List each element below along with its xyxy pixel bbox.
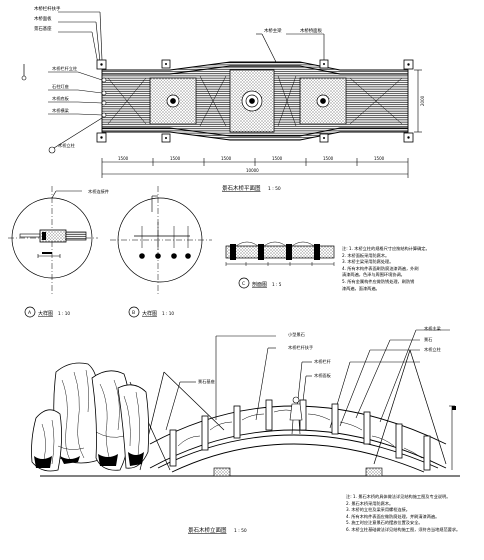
note-bottom-line: 4. 所有木构件表面应做防腐处理，并刷清漆两遍。: [346, 513, 440, 519]
detail-b: B 大样图 1 : 10: [110, 186, 212, 318]
note-right-line: 2. 木桥面板采用防腐木。: [342, 252, 390, 258]
note-bottom-line: 3. 木桥的立柱及梁采用螺栓连接。: [346, 507, 410, 513]
plan-label-left-0: 木桥栏杆立柱: [52, 65, 78, 72]
elev-label-3: 木桥面板: [314, 372, 332, 379]
section-c-title: 剖面图: [252, 281, 267, 288]
notes-right: 注: 1. 木桥立柱的规格尺寸应按结构计算确定。 2. 木桥面板采用防腐木。 3…: [342, 246, 430, 292]
note-right-line: 5. 所有金属构件应做防锈处理，刷防锈: [342, 278, 415, 284]
detail-a-title: 大样图: [38, 310, 53, 317]
detail-a: 木桥连接件 A 大样图 1 : 10: [8, 186, 109, 318]
elev-label-5: 木桥主梁: [424, 325, 442, 332]
elevation-scale: 1 : 50: [234, 528, 247, 534]
note-right-line: 漆两遍，面漆两遍。: [342, 285, 380, 291]
section-c-scale: 1 : 5: [272, 282, 282, 287]
section-c: C 剖面图 1 : 5: [225, 241, 335, 289]
plan-dim-seg-2: 1500: [221, 156, 232, 161]
plan-label-top-2: 景石基座: [34, 25, 52, 32]
plan-label-top-0: 木桥栏杆扶手: [34, 5, 61, 12]
note-right-line: 注: 1. 木桥立柱的规格尺寸应按结构计算确定。: [342, 246, 430, 251]
plan-label-left-2: 木桥底板: [52, 95, 70, 102]
plan-dim-total: 10000: [246, 168, 259, 173]
elev-label-7: 木桥立柱: [424, 346, 442, 353]
bridge-plan: 木桥栏杆扶手 木桥面板 景石基座 木桥主梁 木桥桥面板: [21, 5, 425, 192]
plan-label-left-3: 木桥横梁: [52, 107, 70, 114]
elev-label-1: 木桥栏杆扶手: [288, 344, 313, 351]
plan-dim-seg-0: 1500: [118, 156, 129, 161]
plan-label-top-4: 木桥桥面板: [300, 27, 323, 34]
plan-label-top-3: 木桥主梁: [264, 27, 282, 34]
note-right-line: 清漆两遍，色泽与周围环境协调。: [342, 272, 405, 278]
note-bottom-line: 6. 木桥立柱基础做法详见结构施工图，须符合当地规范要求。: [346, 526, 461, 532]
plan-dim-seg-1: 1500: [170, 156, 181, 161]
bridge-elevation: 小型景石 木桥栏杆扶手 木桥栏杆 木桥面板 景石基座 木桥主梁 景石 木桥立柱: [31, 325, 460, 534]
elev-label-4: 景石基座: [198, 378, 215, 385]
note-bottom-line: 2. 景石木桥采用防腐木。: [346, 500, 394, 506]
plan-dim-height: 2000: [420, 95, 425, 106]
plan-label-left-1: 石柱灯座: [52, 83, 69, 90]
plan-label-top-1: 木桥面板: [34, 15, 52, 22]
note-bottom-line: 注: 1. 景石木桥的具体做法详见结构施工图及专业说明。: [346, 494, 451, 499]
note-right-line: 3. 木桥主梁采用防腐处理。: [342, 259, 394, 265]
elev-label-0: 小型景石: [288, 331, 305, 338]
plan-dim-seg-5: 1500: [374, 156, 385, 161]
detail-b-id: B: [132, 310, 135, 316]
elev-label-2: 木桥栏杆: [314, 358, 332, 365]
detail-b-scale: 1 : 10: [162, 311, 174, 316]
section-c-id: C: [242, 281, 245, 287]
note-right-line: 4. 所有木构件表面刷防腐油漆两遍，外刷: [342, 265, 419, 271]
plan-dim-seg-3: 1500: [272, 156, 283, 161]
note-bottom-line: 5. 施工时应注意景石的摆放位置及安全。: [346, 520, 423, 526]
detail-a-label: 木桥连接件: [88, 188, 109, 195]
detail-a-scale: 1 : 10: [58, 311, 70, 316]
notes-bottom: 注: 1. 景石木桥的具体做法详见结构施工图及专业说明。 2. 景石木桥采用防腐…: [346, 494, 460, 534]
detail-b-title: 大样图: [142, 310, 157, 317]
plan-title: 景石木桥平面图: [222, 184, 261, 192]
elevation-title: 景石木桥立面图: [188, 526, 227, 534]
elev-label-6: 景石: [424, 337, 432, 343]
plan-scale: 1 : 50: [268, 186, 281, 192]
plan-label-left-4: 木桥立柱: [58, 142, 76, 149]
plan-dim-seg-4: 1500: [323, 156, 334, 161]
detail-a-id: A: [28, 310, 32, 316]
